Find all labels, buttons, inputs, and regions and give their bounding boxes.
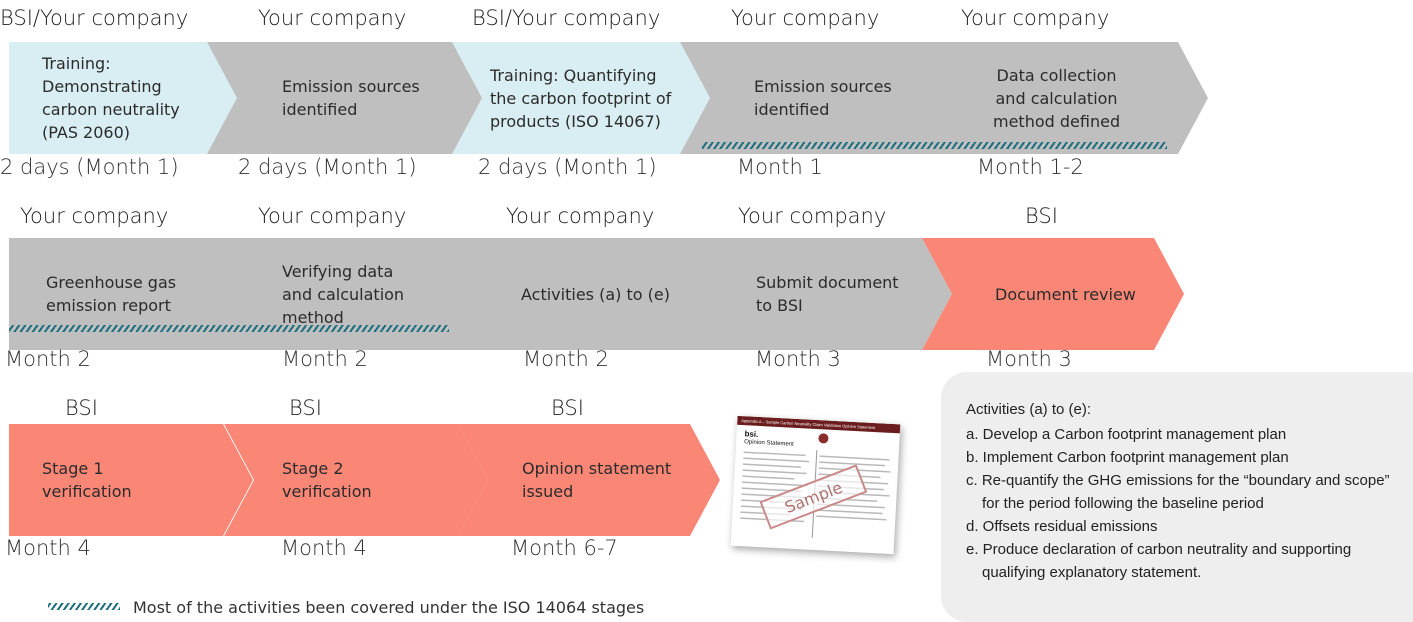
step-label: Document review [995, 284, 1136, 304]
step-owner: BSI [1025, 204, 1058, 228]
step-timing: Month 4 [5, 536, 91, 560]
step-timing: Month 2 [523, 347, 609, 371]
step-training-pas2060: Training: Demonstrating carbon neutralit… [9, 42, 239, 154]
step-timing: 2 days (Month 1) [0, 155, 179, 179]
step-stage1-verification: Stage 1 verification [9, 424, 253, 536]
step-owner: BSI/Your company [472, 6, 661, 30]
step-label: Data collection and calculation method d… [993, 65, 1121, 131]
step-owner: Your company [731, 6, 880, 30]
step-owner: BSI [289, 396, 322, 420]
chevron-shape [212, 238, 477, 350]
chevron-shape [207, 42, 484, 154]
step-ghg-report: Greenhouse gas emission report [9, 238, 245, 350]
step-opinion-statement: Opinion statement issued [458, 424, 720, 536]
legend-hatch-icon [48, 603, 120, 610]
chevron-shape [224, 424, 488, 536]
arrow-shape [9, 238, 245, 350]
step-label: Emission sources identified [754, 77, 892, 119]
step-timing: Month 1-2 [977, 155, 1084, 179]
step-activities: Activities (a) to (e) [444, 238, 712, 350]
step-owner: Your company [258, 6, 407, 30]
step-timing: Month 2 [5, 347, 91, 371]
activity-item: a. Develop a Carbon footprint management… [966, 426, 1287, 443]
step-label: Training: Demonstrating carbon neutralit… [42, 54, 180, 142]
step-owner: Your company [20, 204, 169, 228]
step-owner: Your company [506, 204, 655, 228]
step-label: Stage 1 verification [42, 459, 132, 501]
step-label: Opinion statement issued [522, 459, 672, 501]
step-stage2-verification: Stage 2 verification [224, 424, 488, 536]
arrow-shape [9, 42, 239, 154]
chevron-shape [922, 42, 1208, 154]
step-verifying-data: Verifying data and calculation method [212, 238, 477, 350]
step-owner: Your company [258, 204, 407, 228]
step-owner: BSI [65, 396, 98, 420]
step-data-collection: Data collection and calculation method d… [922, 42, 1208, 154]
activity-item: e. Produce declaration of carbon neutral… [966, 541, 1352, 581]
hatch-marker [9, 325, 449, 332]
step-label: Greenhouse gas emission report [46, 273, 177, 315]
step-label: Verifying data and calculation method [282, 261, 405, 327]
step-timing: 2 days (Month 1) [238, 155, 417, 179]
step-document-review: Document review [922, 238, 1184, 350]
step-training-iso14067: Training: Quantifying the carbon footpri… [452, 42, 710, 154]
activity-item: c. Re-quantify the GHG emissions for the… [966, 472, 1390, 512]
chevron-shape [680, 42, 954, 154]
sample-opinion-statement-image: Appendix A – Sample Carbon Neutrality Cl… [730, 415, 901, 555]
step-submit-document: Submit document to BSI [680, 238, 952, 350]
activities-notes-box: Activities (a) to (e): a. Develop a Carb… [941, 372, 1413, 622]
step-label: Submit document to BSI [756, 273, 899, 315]
step-timing: 2 days (Month 1) [478, 155, 657, 179]
legend-text: Most of the activities been covered unde… [133, 598, 645, 617]
chevron-shape [458, 424, 720, 536]
step-owner: Your company [961, 6, 1110, 30]
step-timing: Month 3 [755, 347, 841, 371]
activity-item: d. Offsets residual emissions [966, 518, 1158, 535]
step-emission-sources: Emission sources identified [207, 42, 484, 154]
arrow-shape [9, 424, 253, 536]
chevron-shape [922, 238, 1184, 350]
step-label: Activities (a) to (e) [521, 284, 670, 304]
step-timing: Month 3 [986, 347, 1072, 371]
activities-list: a. Develop a Carbon footprint management… [966, 423, 1411, 584]
step-owner: Your company [738, 204, 887, 228]
activity-item: b. Implement Carbon footprint management… [966, 449, 1289, 466]
step-label: Training: Quantifying the carbon footpri… [490, 65, 672, 131]
step-owner: BSI/Your company [0, 6, 189, 30]
step-label: Emission sources identified [282, 77, 420, 119]
step-timing: Month 6-7 [511, 536, 618, 560]
step-emission-sources-2: Emission sources identified [680, 42, 954, 154]
step-owner: BSI [551, 396, 584, 420]
hatch-marker [702, 142, 1167, 149]
chevron-shape [444, 238, 712, 350]
chevron-shape [452, 42, 710, 154]
activities-title: Activities (a) to (e): [966, 401, 1092, 418]
step-timing: Month 2 [282, 347, 368, 371]
step-timing: Month 4 [281, 536, 367, 560]
chevron-shape [680, 238, 952, 350]
step-timing: Month 1 [737, 155, 823, 179]
step-label: Stage 2 verification [282, 459, 372, 501]
